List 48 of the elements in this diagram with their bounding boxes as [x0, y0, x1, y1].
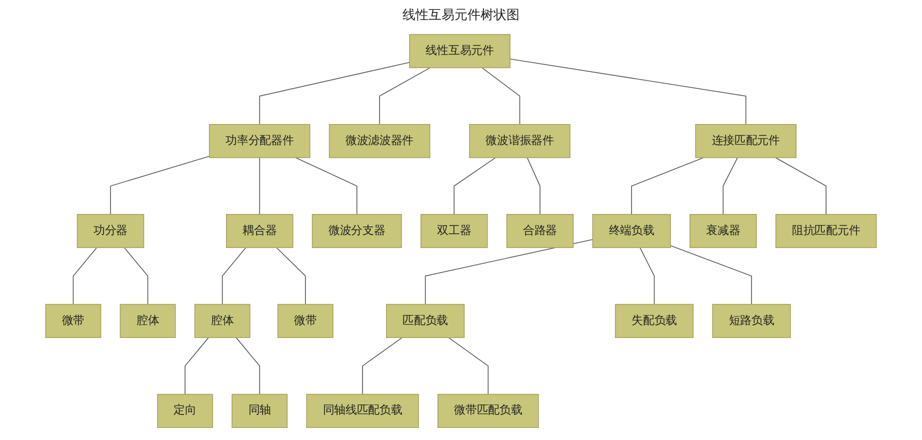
node-box: 腔体	[120, 304, 176, 338]
connector	[276, 247, 306, 305]
connector	[640, 247, 655, 305]
node-box: 同轴线匹配负载	[306, 394, 419, 428]
node-box: 匹配负载	[386, 304, 465, 338]
connector	[124, 247, 148, 305]
node-box: 耦合器	[226, 214, 294, 248]
connector	[775, 157, 826, 215]
connector	[631, 157, 704, 215]
connector	[424, 239, 594, 305]
connector	[482, 67, 520, 125]
node-box: 衰减器	[690, 214, 757, 248]
node-box: 微波分支器	[312, 214, 402, 248]
connector	[184, 337, 209, 395]
node-box: 失配负载	[614, 304, 694, 338]
connector	[722, 157, 738, 215]
connector	[259, 157, 260, 215]
connector	[259, 62, 410, 125]
connector	[526, 157, 540, 215]
connector	[379, 67, 431, 125]
connector	[222, 247, 246, 305]
node-box: 功率分配器件	[208, 124, 310, 158]
connector	[72, 247, 98, 305]
connector	[110, 156, 210, 215]
node-box: 双工器	[420, 214, 488, 248]
diagram-title: 线性互易元件树状图	[402, 7, 520, 25]
node-box: 微波滤波器件	[328, 124, 430, 158]
node-box: 阻抗匹配元件	[775, 214, 877, 248]
node-box: 同轴	[232, 394, 288, 428]
connector	[670, 245, 752, 305]
node-box: 功分器	[76, 214, 144, 248]
connector	[448, 337, 489, 395]
node-box: 连接匹配元件	[695, 124, 796, 158]
node-box: 定向	[157, 394, 214, 428]
node-box: 微波谐振器件	[469, 124, 570, 158]
node-box: 短路负载	[712, 304, 791, 338]
node-box: 线性互易元件	[409, 34, 510, 68]
node-box: 终端负载	[592, 214, 671, 248]
connector	[236, 337, 260, 395]
connector	[362, 337, 403, 395]
node-box: 合路器	[506, 214, 574, 248]
connector	[510, 58, 746, 125]
node-box: 微带匹配负载	[438, 394, 539, 428]
node-box: 腔体	[194, 304, 250, 338]
connector	[295, 157, 358, 215]
connector	[454, 157, 496, 215]
node-box: 微带	[45, 304, 102, 338]
node-box: 微带	[277, 304, 334, 338]
